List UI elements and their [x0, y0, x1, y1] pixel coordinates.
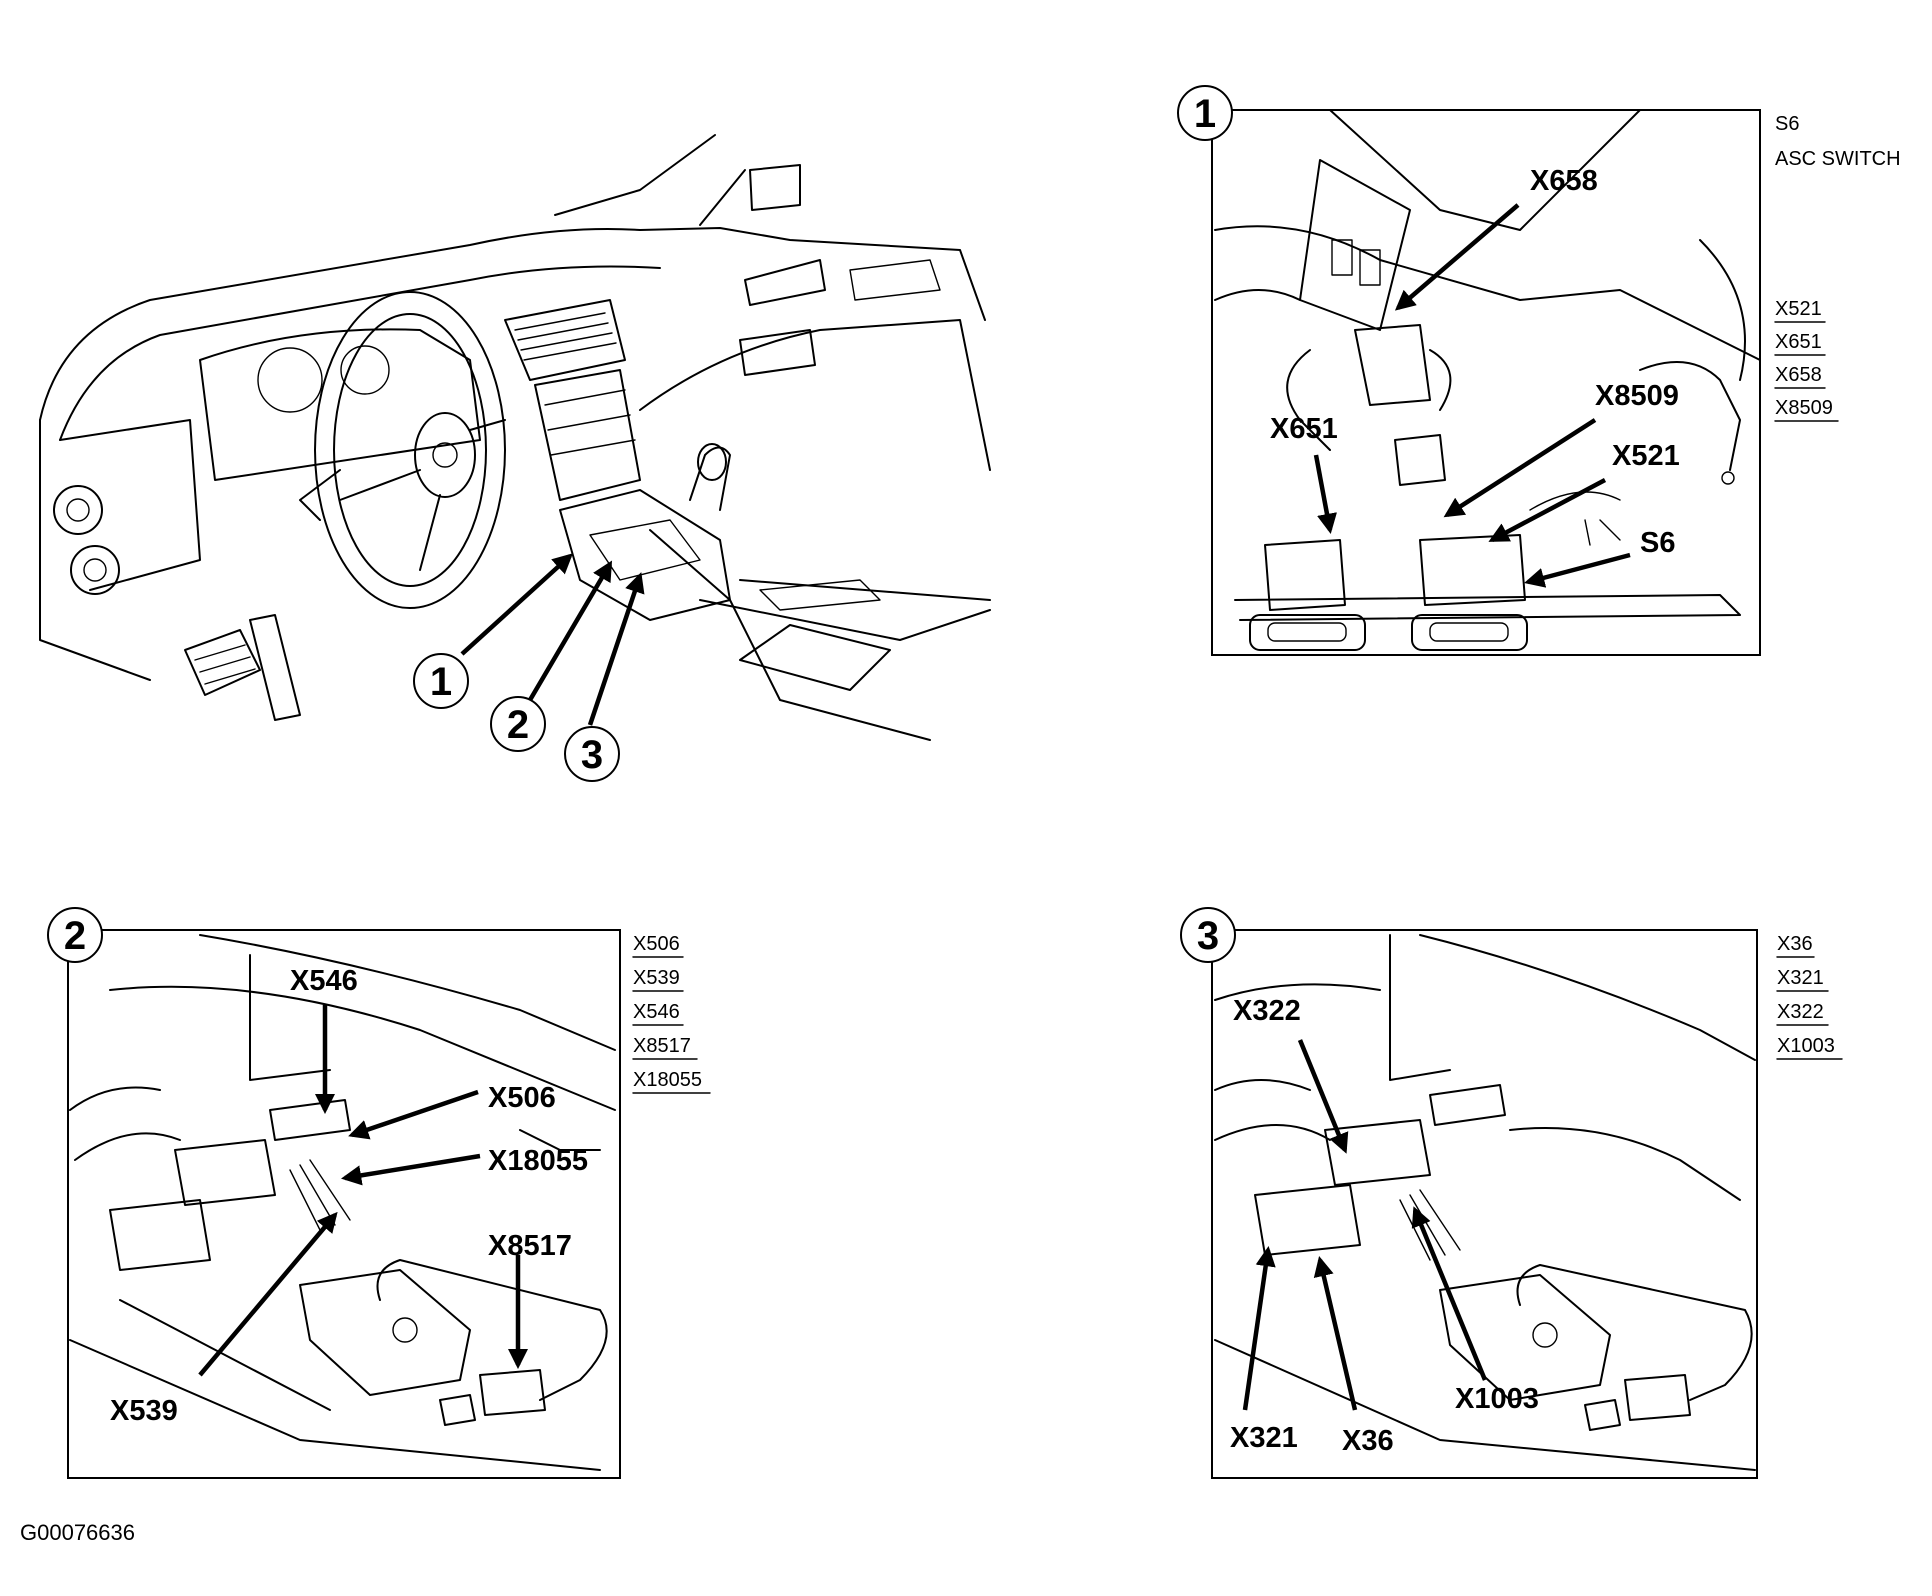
panel-3-connector-item: X322 [1777, 1001, 1824, 1023]
panel-2: X546 X506 X18055 X8517 X539 2 X506 X539 … [47, 907, 711, 1479]
panel-1-connector-item: X651 [1775, 331, 1822, 353]
panel-3-frame [1211, 929, 1758, 1479]
panel-1-illustration [1214, 109, 1761, 651]
panel-2-callout-x546: X546 [290, 965, 358, 997]
panel-2-connector-item: X506 [633, 933, 680, 955]
panel-2-callout-x8517: X8517 [488, 1230, 572, 1262]
panel-2-callout-x506: X506 [488, 1082, 556, 1114]
panel-3-marker [1180, 907, 1236, 963]
overview-marker-1: 1 [413, 653, 469, 709]
overview-marker-2-label: 2 [507, 703, 529, 747]
panel-1-connector-item: X8509 [1775, 397, 1833, 419]
panel-2-callout-x539: X539 [110, 1395, 178, 1427]
dashboard-overview-illustration [39, 134, 991, 741]
panel-3-connector-list: X36 X321 X322 X1003 [1776, 933, 1843, 1060]
panel-1-connector-item: X521 [1775, 298, 1822, 320]
panel-3-marker-label: 3 [1197, 914, 1219, 958]
panel-2-connector-item: X546 [633, 1001, 680, 1023]
panel-1-callout-x658: X658 [1530, 165, 1598, 197]
panel-3-connector-item: X36 [1777, 933, 1813, 955]
panel-1-frame [1211, 109, 1761, 656]
panel-1-callout-s6: S6 [1640, 527, 1675, 559]
overview-marker-1-label: 1 [430, 660, 452, 704]
panel-1-connector-list: X521 X651 X658 X8509 [1774, 298, 1839, 422]
overview-marker-2: 2 [490, 696, 546, 752]
overview-arrows [460, 553, 645, 726]
panel-1-callout-x521: X521 [1612, 440, 1680, 472]
panel-1-connector-item: X658 [1775, 364, 1822, 386]
panel-3-callout-x36: X36 [1342, 1425, 1394, 1457]
panel-2-marker-label: 2 [64, 914, 86, 958]
overview-marker-3-label: 3 [581, 733, 603, 777]
figure-id: G00076636 [20, 1520, 135, 1545]
panel-1-callout-x8509: X8509 [1595, 380, 1679, 412]
panel-3-connector-item: X321 [1777, 967, 1824, 989]
overview-marker-3: 3 [564, 726, 620, 782]
panel-3: X322 X1003 X321 X36 3 X36 X321 X322 X100… [1180, 907, 1843, 1479]
panel-2-connector-item: X539 [633, 967, 680, 989]
panel-3-callout-x1003: X1003 [1455, 1383, 1539, 1415]
panel-2-callout-x18055: X18055 [488, 1145, 588, 1177]
panel-1-component-code: S6 [1775, 113, 1799, 135]
panel-3-callout-x322: X322 [1233, 995, 1301, 1027]
panel-2-connector-item: X18055 [633, 1069, 702, 1091]
panel-3-illustration [1214, 934, 1756, 1471]
panel-1: X658 X651 X8509 X521 S6 1 S6 ASC SWITCH … [1177, 85, 1901, 656]
panel-1-marker [1177, 85, 1233, 141]
panel-1-component-name: ASC SWITCH [1775, 148, 1901, 170]
panel-2-marker [47, 907, 103, 963]
panel-2-connector-item: X8517 [633, 1035, 691, 1057]
panel-1-callout-x651: X651 [1270, 413, 1338, 445]
panel-3-callout-x321: X321 [1230, 1422, 1298, 1454]
panel-3-connector-item: X1003 [1777, 1035, 1835, 1057]
panel-3-arrows [1242, 1039, 1488, 1411]
panel-2-arrows [198, 1005, 529, 1377]
panel-2-connector-list: X506 X539 X546 X8517 X18055 [632, 933, 711, 1094]
panel-1-marker-label: 1 [1194, 92, 1216, 136]
panel-1-arrows [1313, 203, 1631, 588]
panel-2-illustration [69, 934, 616, 1471]
